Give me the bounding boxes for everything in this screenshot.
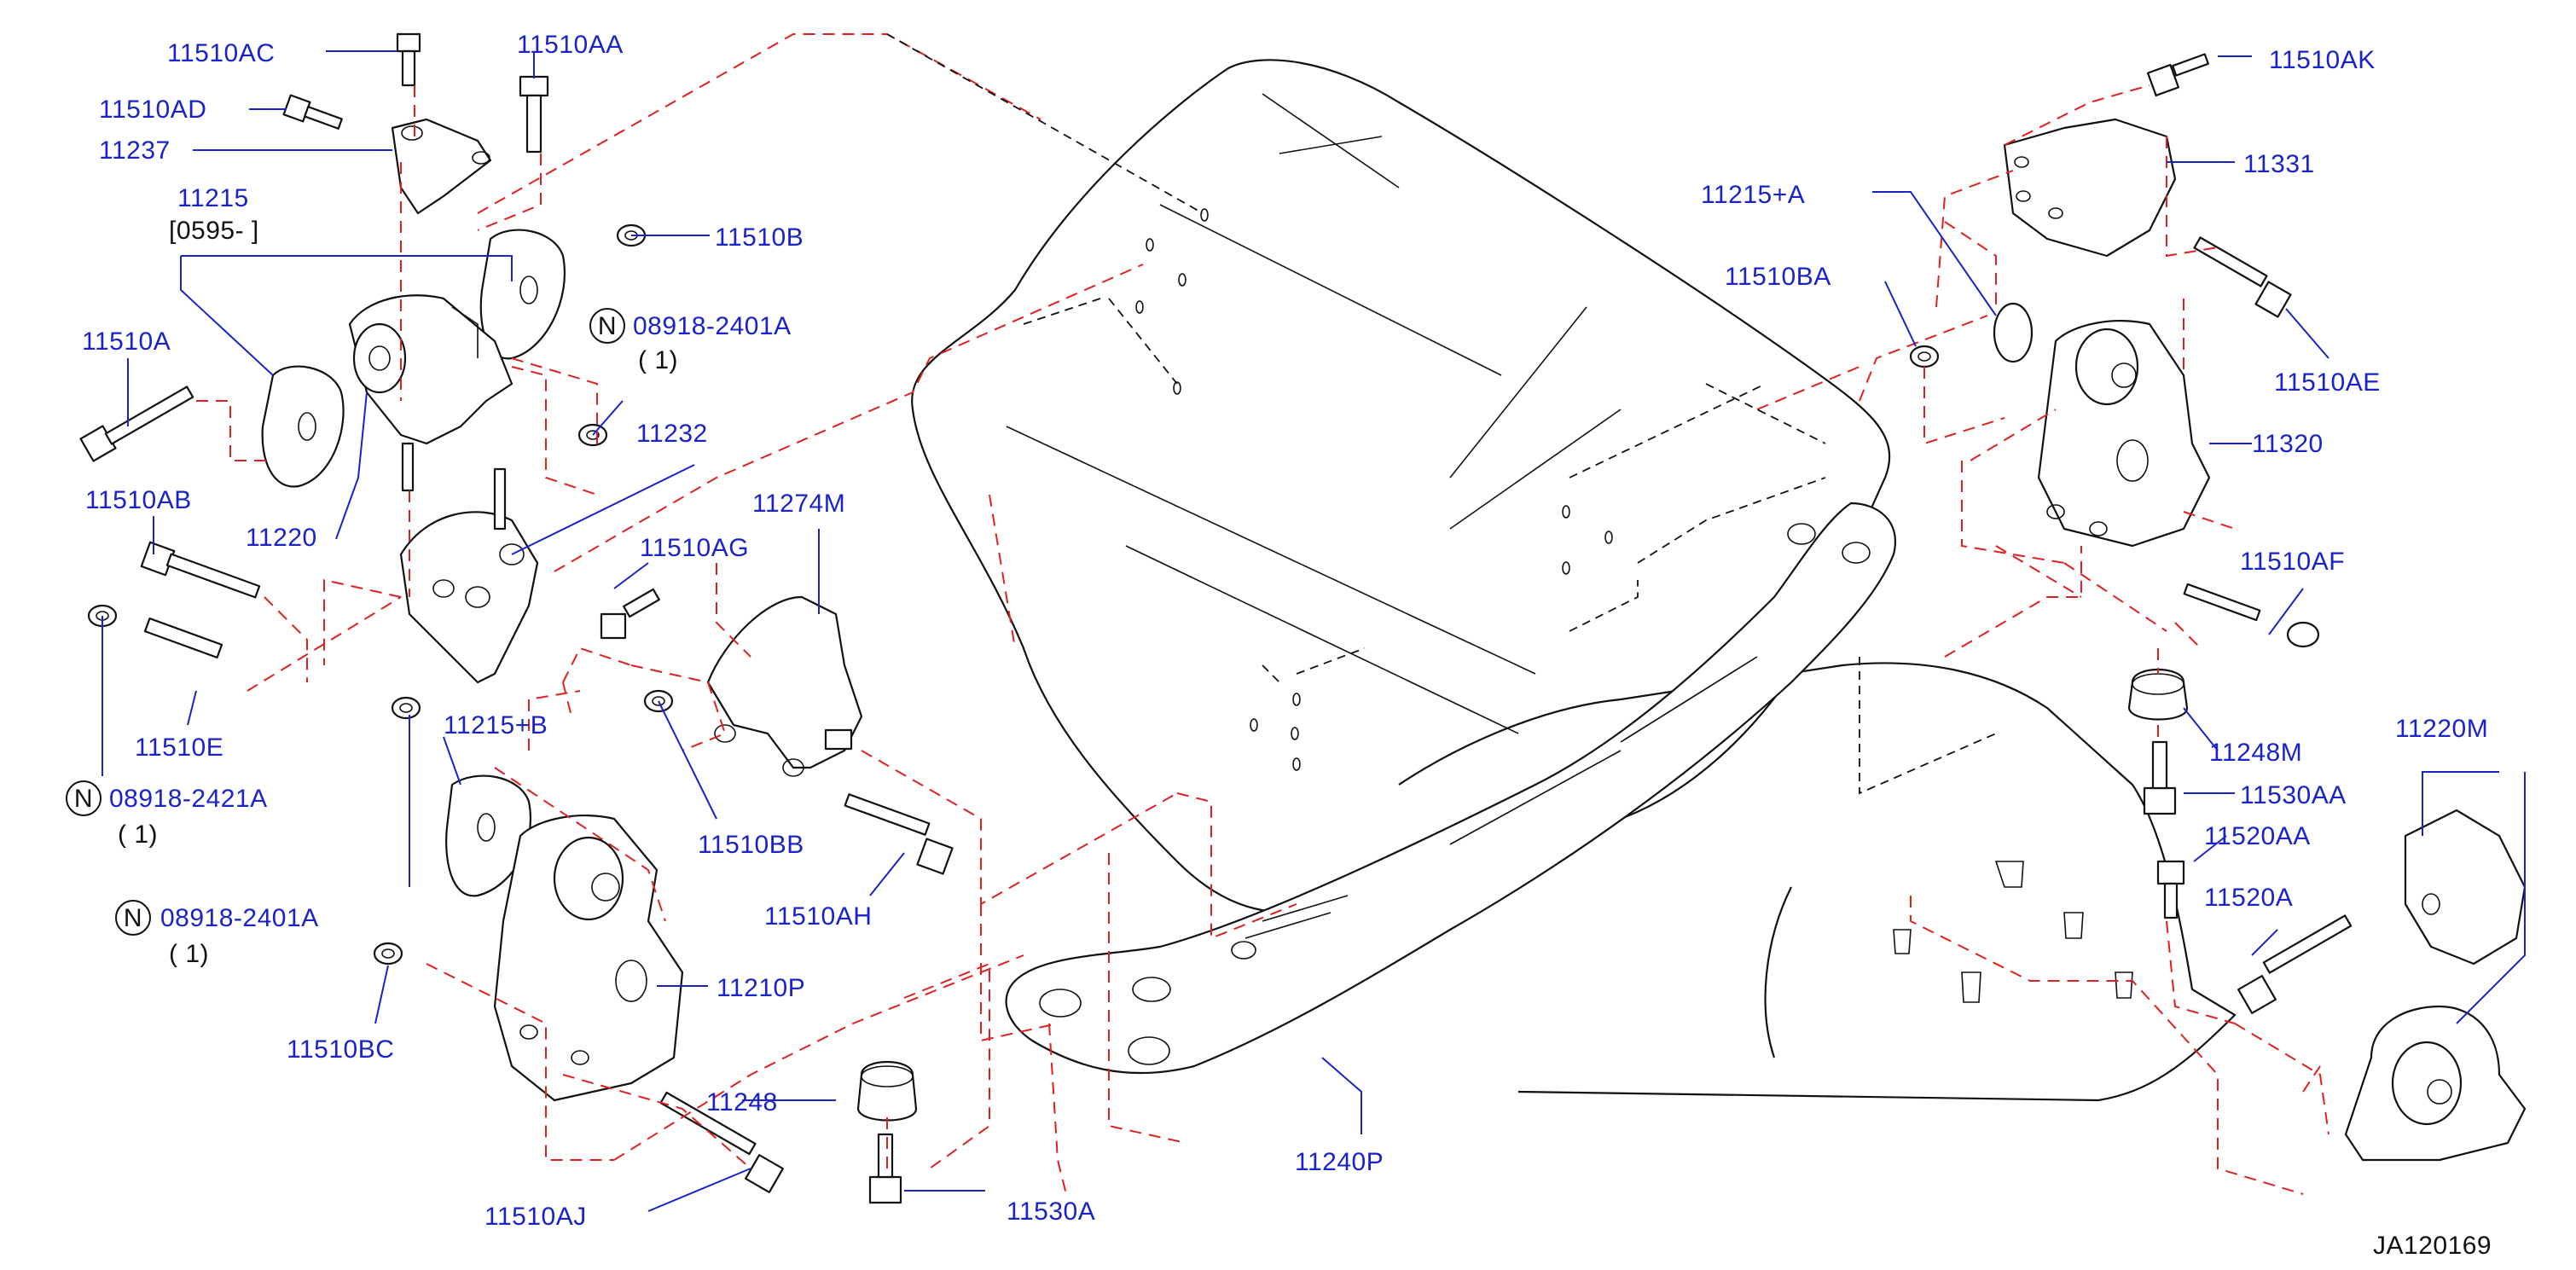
- stopper-11248: [856, 1060, 918, 1122]
- label-11210p: 11210P: [717, 974, 805, 1002]
- bolt-11510ak: [2146, 53, 2209, 97]
- bolt-11510ad: [282, 94, 343, 130]
- bolt-11510aj: [659, 1091, 784, 1193]
- label-11274m: 11274M: [752, 490, 845, 518]
- label-11510ba: 11510BA: [1725, 263, 1831, 291]
- assembly-dash-lines: [196, 33, 2329, 1195]
- label-08918-2401a-bot: 08918-2401A: [160, 904, 319, 932]
- label-11510af: 11510AF: [2240, 548, 2345, 576]
- label-11510ag: 11510AG: [640, 534, 749, 562]
- nut-11510ba: [1909, 345, 1940, 368]
- label-11510aj: 11510AJ: [484, 1203, 587, 1231]
- label-11530aa: 11530AA: [2240, 781, 2347, 809]
- label-11320: 11320: [2252, 430, 2324, 458]
- insulator-11215a: [1993, 302, 2034, 363]
- label-11331: 11331: [2243, 150, 2315, 178]
- n-symbol-bot: N: [115, 900, 151, 936]
- mount-11220: [348, 294, 513, 492]
- bolt-11530a: [868, 1133, 902, 1204]
- label-11510bc: 11510BC: [287, 1035, 394, 1064]
- bracket-11237: [391, 118, 492, 215]
- bolt-11530aa: [2143, 740, 2177, 815]
- label-qty-bot: ( 1): [169, 940, 209, 968]
- label-11215b: 11215+B: [444, 711, 548, 739]
- bolt-11510ab: [140, 541, 261, 599]
- bolt-11510ac: [396, 32, 421, 87]
- label-11510aa: 11510AA: [517, 31, 624, 59]
- label-11248m: 11248M: [2209, 739, 2302, 767]
- label-qty-mid: ( 1): [118, 821, 158, 849]
- label-11520a: 11520A: [2204, 884, 2293, 912]
- svg-text:N: N: [74, 785, 93, 813]
- mount-11220m: [2344, 809, 2527, 1162]
- label-08918-2401a-top: 08918-2401A: [633, 312, 792, 340]
- label-11520aa: 11520AA: [2204, 822, 2311, 850]
- leader-lines: [102, 50, 2526, 1212]
- crossmember-11240p: [1005, 502, 1896, 1075]
- bolt-11510ae: [2193, 236, 2292, 318]
- label-11510bb: 11510BB: [698, 831, 804, 859]
- label-11510e: 11510E: [135, 734, 223, 762]
- engine-block-outline: [911, 59, 1891, 913]
- label-11510b: 11510B: [715, 223, 804, 252]
- callout-labels: 11510AC 11510AA 11510AD 11237 11215 [059…: [82, 31, 2492, 1260]
- label-11248: 11248: [706, 1088, 778, 1116]
- label-11215: 11215: [177, 184, 249, 212]
- bolt-11510ah: [844, 793, 954, 875]
- label-11510ak: 11510AK: [2269, 46, 2376, 74]
- label-11215-range: [0595- ]: [169, 217, 259, 245]
- label-11510a: 11510A: [82, 328, 171, 356]
- mount-11320: [2037, 319, 2211, 548]
- bolt-11510af: [2183, 583, 2320, 648]
- svg-text:N: N: [598, 312, 617, 340]
- diagram-ref-code: JA120169: [2373, 1232, 2492, 1260]
- stopper-11248m: [2127, 668, 2189, 721]
- nut-08918-2401a-bot: [391, 696, 421, 720]
- label-11240p: 11240P: [1295, 1148, 1384, 1176]
- label-11220m: 11220M: [2395, 715, 2488, 743]
- stud-11510e: [143, 617, 223, 659]
- nut-11510bc: [373, 942, 403, 966]
- label-11530a: 11530A: [1007, 1198, 1095, 1226]
- label-11510ad: 11510AD: [99, 96, 206, 124]
- insulator-11215b: [445, 774, 531, 897]
- label-11510ac: 11510AC: [167, 39, 275, 67]
- bolt-11520aa: [2156, 860, 2185, 919]
- bracket-11331: [2003, 118, 2177, 258]
- hidden-dash-lines: [886, 33, 1997, 795]
- label-11237: 11237: [99, 136, 171, 165]
- svg-text:N: N: [124, 904, 142, 932]
- n-symbol-top: N: [589, 308, 625, 344]
- label-11215a: 11215+A: [1701, 181, 1805, 209]
- n-symbol-mid: N: [66, 780, 102, 816]
- bracket-11274m: [706, 595, 863, 777]
- mount-11210p: [493, 814, 684, 1102]
- bolt-11510a: [79, 386, 194, 462]
- transmission-housing-outline: [1398, 662, 2237, 1102]
- insulator-11215: [261, 229, 566, 488]
- label-qty-top: ( 1): [638, 346, 678, 374]
- bracket-11232: [399, 467, 539, 684]
- bolt-11510ag: [600, 588, 660, 640]
- bolt-11520a: [2237, 914, 2353, 1014]
- label-11232: 11232: [636, 420, 708, 448]
- label-11510ab: 11510AB: [85, 486, 192, 514]
- label-11220: 11220: [246, 524, 317, 552]
- label-11510ah: 11510AH: [764, 902, 872, 931]
- bolt-11510aa: [519, 75, 549, 154]
- label-08918-2421a: 08918-2421A: [109, 785, 268, 813]
- label-11510ae: 11510AE: [2274, 368, 2381, 397]
